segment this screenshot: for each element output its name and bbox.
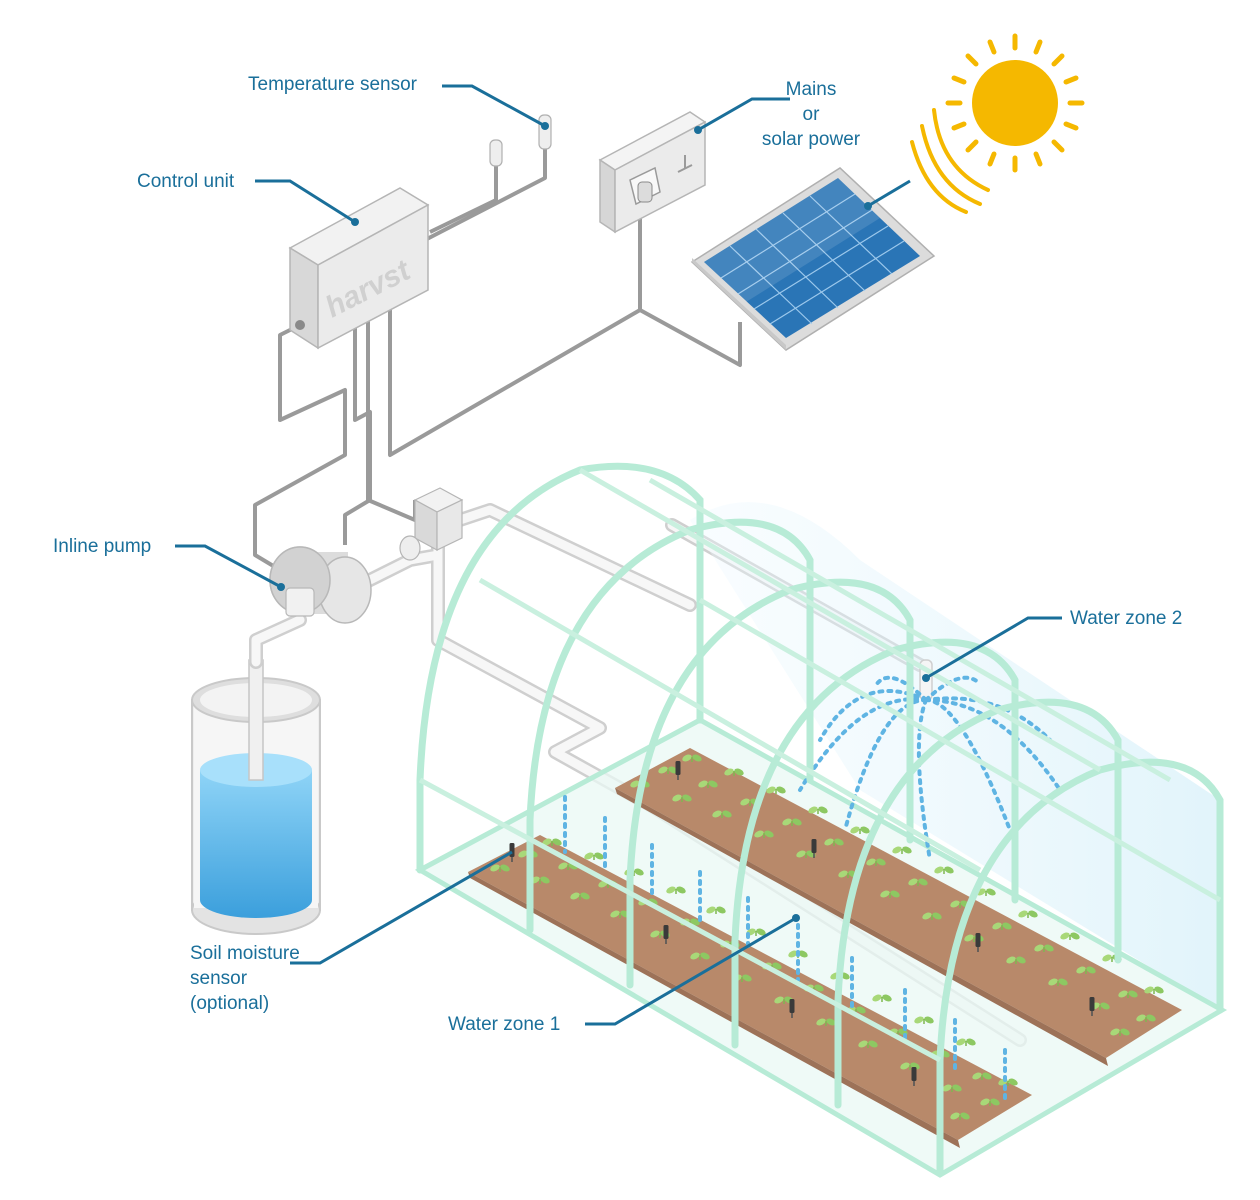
power-label-line-1: Mains — [785, 79, 837, 100]
soil-label-line-1: Soil moisture — [190, 943, 300, 964]
sun-icon — [910, 33, 1085, 214]
water-zone-2-label: Water zone 2 — [1070, 608, 1183, 629]
power-label-line-3: solar power — [761, 129, 861, 150]
inline-pump-icon — [269, 546, 372, 624]
solar-panel-icon — [690, 167, 936, 351]
control-unit-icon: harvst — [288, 187, 430, 350]
soil-moisture-sensor-label: Soil moisture sensor (optional) — [190, 941, 300, 1016]
water-tank-icon — [191, 659, 321, 935]
greenhouse-icon — [414, 462, 1228, 1178]
soil-label-line-2: sensor — [190, 968, 248, 989]
leader-lines — [175, 84, 1062, 1026]
power-source-label: Mains or solar power — [742, 77, 880, 152]
valve-icon — [399, 487, 464, 561]
soil-label-line-3: (optional) — [190, 993, 270, 1014]
control-unit-label: Control unit — [137, 171, 235, 192]
power-label-line-2: or — [802, 104, 820, 125]
sprinkler-icon — [798, 659, 1062, 862]
power-cables — [253, 148, 742, 572]
temperature-sensor-label: Temperature sensor — [248, 74, 417, 95]
water-zone-1-label: Water zone 1 — [448, 1014, 561, 1035]
inline-pump-label: Inline pump — [53, 536, 152, 557]
wall-socket-icon — [598, 111, 707, 234]
